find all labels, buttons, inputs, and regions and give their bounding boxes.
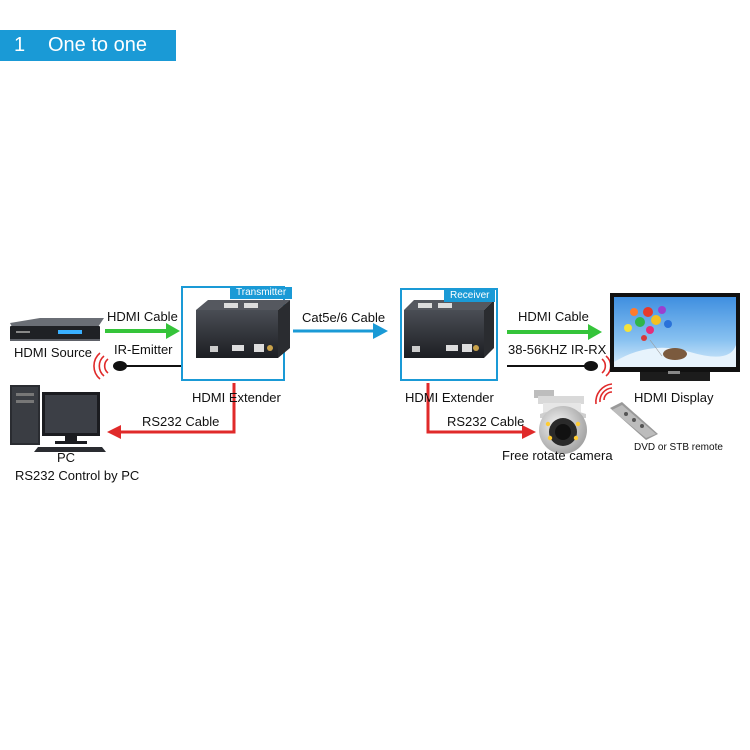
ir-rx-cable <box>507 355 612 377</box>
hdmi-extender-left-label: HDMI Extender <box>192 390 281 405</box>
remote-label: DVD or STB remote <box>634 442 723 453</box>
pc-label: PC <box>57 450 76 465</box>
hdmi-display-label: HDMI Display <box>634 390 714 405</box>
hdmi-cable-left-label: HDMI Cable <box>107 309 178 324</box>
ir-emitter-cable <box>93 352 182 380</box>
remote-control-icon <box>595 383 658 440</box>
transmitter-tag: Transmitter <box>230 287 293 299</box>
rs232-control-label: RS232 Control by PC <box>15 468 140 483</box>
hdmi-source-label: HDMI Source <box>14 345 93 360</box>
rs232-cable-right-label: RS232 Cable <box>447 414 525 429</box>
rs232-arrow-right <box>426 383 536 439</box>
hdmi-display-icon <box>610 293 740 381</box>
cat-cable-arrow <box>293 323 388 339</box>
section-number: 1 <box>14 34 26 56</box>
receiver-tag: Receiver <box>444 290 496 302</box>
hdmi-arrow-right <box>507 324 602 340</box>
ir-rx-label: 38-56KHZ IR-RX <box>508 342 607 357</box>
cat-cable-label: Cat5e/6 Cable <box>302 310 386 325</box>
rs232-arrow-left <box>107 383 236 439</box>
hdmi-arrow-left <box>105 323 180 339</box>
ir-emitter-label: IR-Emitter <box>114 342 173 357</box>
hdmi-cable-right-label: HDMI Cable <box>518 309 589 324</box>
section-banner: 1 One to one <box>0 30 176 61</box>
section-title: One to one <box>48 34 147 56</box>
dome-camera-icon <box>534 390 587 454</box>
receiver-device-icon <box>404 300 494 358</box>
rs232-cable-left-label: RS232 Cable <box>142 414 220 429</box>
camera-label: Free rotate camera <box>502 448 613 463</box>
transmitter-device-icon <box>196 300 290 358</box>
pc-icon <box>10 385 106 452</box>
hdmi-extender-right-label: HDMI Extender <box>405 390 494 405</box>
dvd-player-icon <box>10 318 104 341</box>
receiver-frame <box>400 288 498 381</box>
